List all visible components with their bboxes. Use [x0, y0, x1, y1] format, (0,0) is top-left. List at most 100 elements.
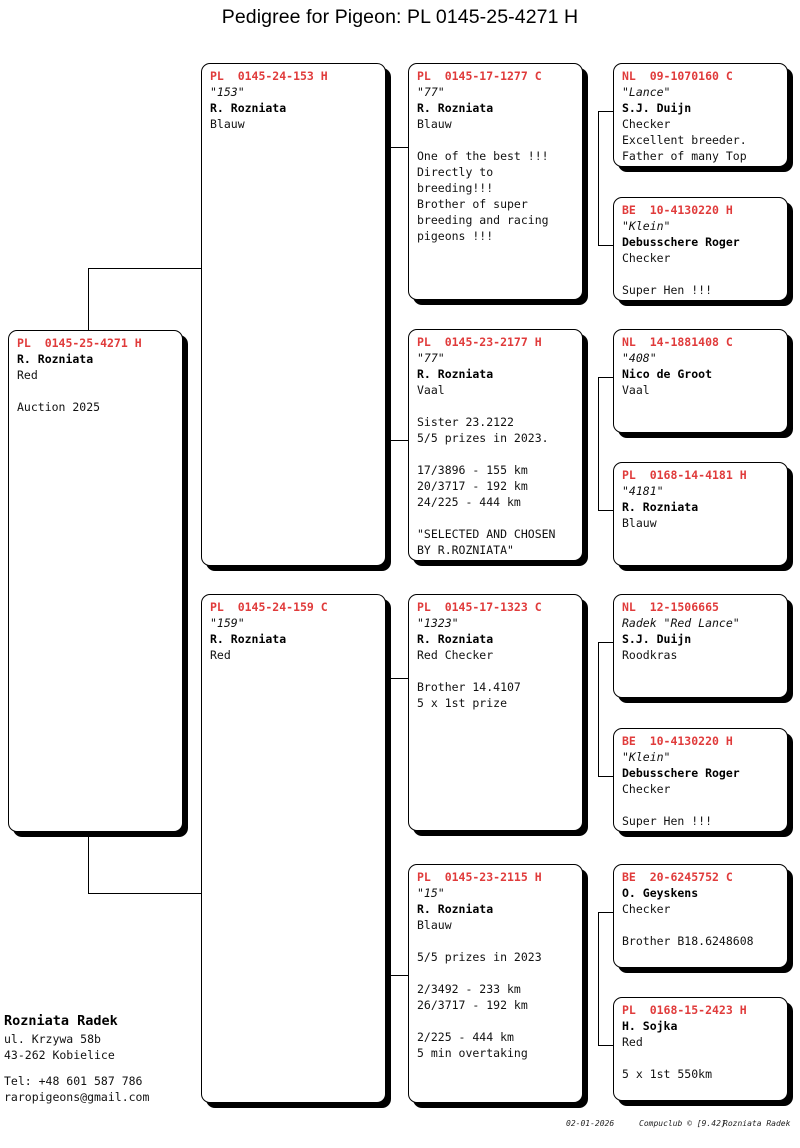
ring-number: BE 10-4130220 H	[622, 734, 733, 748]
owner-name: Debusschere Roger	[622, 235, 740, 249]
ring-number: PL 0145-23-2177 H	[417, 335, 542, 349]
connector-g2d-bottom	[598, 1045, 613, 1046]
connector-g2a-top	[598, 111, 613, 112]
owner-name: Debusschere Roger	[622, 766, 740, 780]
colour: Vaal	[622, 383, 650, 397]
pigeon-name: "4181"	[622, 484, 664, 498]
connector-g1a-top	[390, 147, 408, 148]
pedigree-box-dam-sire[interactable]: PL 0145-17-1323 C "1323" R. Rozniata Red…	[408, 594, 583, 831]
colour: Vaal	[417, 383, 445, 397]
address-spacer	[4, 1063, 224, 1073]
connector-subject-bottom	[88, 893, 201, 894]
connector-g1b-top	[390, 678, 408, 679]
colour: Checker	[622, 902, 671, 916]
connector-g2c-top	[598, 642, 613, 643]
notes: 5/5 prizes in 2023 2/3492 - 233 km 26/37…	[417, 950, 542, 1060]
connector-g2b-top	[598, 377, 613, 378]
owner-name: R. Rozniata	[622, 500, 699, 514]
connector-g2d-spine	[598, 912, 599, 1046]
owner-name: R. Rozniata	[417, 367, 494, 381]
colour: Red	[210, 648, 231, 662]
colour: Roodkras	[622, 648, 678, 662]
colour: Red	[17, 368, 38, 382]
notes: Super Hen !!!	[622, 283, 713, 297]
owner-name: R. Rozniata	[210, 101, 287, 115]
pigeon-name: "153"	[210, 85, 245, 99]
pedigree-box-dam-dam[interactable]: PL 0145-23-2115 H "15" R. Rozniata Blauw…	[408, 864, 583, 1103]
footer-user: Rozniata Radek	[723, 1119, 791, 1128]
ring-number: NL 14-1881408 C	[622, 335, 733, 349]
connector-g2c-spine	[598, 642, 599, 777]
connector-g1b-bottom	[390, 975, 408, 976]
address-phone: Tel: +48 601 587 786	[4, 1074, 143, 1088]
pigeon-name: Radek "Red Lance"	[622, 616, 740, 630]
owner-address-block: Rozniata Radek ul. Krzywa 58b 43-262 Kob…	[4, 1012, 224, 1105]
colour: Red	[622, 1035, 643, 1049]
pedigree-box-sire-dam[interactable]: PL 0145-23-2177 H "77" R. Rozniata Vaal …	[408, 329, 583, 561]
notes: Brother 14.4107 5 x 1st prize	[417, 680, 521, 710]
pigeon-name: "77"	[417, 351, 445, 365]
ring-number: NL 12-1506665	[622, 600, 719, 614]
owner-name: R. Rozniata	[210, 632, 287, 646]
owner-name: H. Sojka	[622, 1019, 678, 1033]
colour: Blauw	[417, 918, 452, 932]
owner-name: Nico de Groot	[622, 367, 713, 381]
pigeon-name: "408"	[622, 351, 657, 365]
connector-g2d-top	[598, 912, 613, 913]
pigeon-name: "77"	[417, 85, 445, 99]
pedigree-box-gen3-5[interactable]: NL 12-1506665 Radek "Red Lance" S.J. Dui…	[613, 594, 788, 698]
connector-subject-top	[88, 268, 201, 269]
pedigree-box-gen3-1[interactable]: NL 09-1070160 C "Lance" S.J. Duijn Check…	[613, 63, 788, 167]
notes: 5 x 1st 550km	[622, 1067, 713, 1081]
address-owner-name: Rozniata Radek	[4, 1013, 118, 1029]
address-city: 43-262 Kobielice	[4, 1048, 115, 1062]
notes: One of the best !!! Directly to breeding…	[417, 149, 549, 243]
ring-number: PL 0168-15-2423 H	[622, 1003, 747, 1017]
pigeon-name: "Klein"	[622, 750, 671, 764]
pigeon-name: "1323"	[417, 616, 459, 630]
ring-number: BE 10-4130220 H	[622, 203, 733, 217]
colour: Blauw	[210, 117, 245, 131]
colour: Blauw	[622, 516, 657, 530]
owner-name: S.J. Duijn	[622, 632, 692, 646]
colour: Checker	[622, 117, 671, 131]
ring-number: PL 0145-17-1323 C	[417, 600, 542, 614]
owner-name: O. Geyskens	[622, 886, 699, 900]
page-title: Pedigree for Pigeon: PL 0145-25-4271 H	[221, 6, 579, 28]
pedigree-box-gen3-3[interactable]: NL 14-1881408 C "408" Nico de Groot Vaal	[613, 329, 788, 433]
notes: Brother B18.6248608	[622, 934, 754, 948]
pedigree-box-gen3-4[interactable]: PL 0168-14-4181 H "4181" R. Rozniata Bla…	[613, 462, 788, 566]
pigeon-name: "Klein"	[622, 219, 671, 233]
pedigree-box-subject[interactable]: PL 0145-25-4271 H R. Rozniata Red Auctio…	[8, 330, 183, 832]
connector-g2c-bottom	[598, 776, 613, 777]
pedigree-box-sire[interactable]: PL 0145-24-153 H "153" R. Rozniata Blauw	[201, 63, 386, 566]
pigeon-name: "15"	[417, 886, 445, 900]
colour: Blauw	[417, 117, 452, 131]
connector-g2b-bottom	[598, 510, 613, 511]
pigeon-name: "159"	[210, 616, 245, 630]
colour: Red Checker	[417, 648, 494, 662]
notes: Excellent breeder. Father of many Top	[622, 133, 747, 163]
pedigree-box-sire-sire[interactable]: PL 0145-17-1277 C "77" R. Rozniata Blauw…	[408, 63, 583, 300]
ring-number: PL 0145-23-2115 H	[417, 870, 542, 884]
pigeon-name: "Lance"	[622, 85, 671, 99]
connector-g1a-spine	[390, 147, 391, 441]
owner-name: S.J. Duijn	[622, 101, 692, 115]
ring-number: PL 0145-24-153 H	[210, 69, 328, 83]
connector-g2a-bottom	[598, 245, 613, 246]
connector-g1b-spine	[390, 678, 391, 976]
owner-name: R. Rozniata	[417, 632, 494, 646]
ring-number: PL 0168-14-4181 H	[622, 468, 747, 482]
notes: Auction 2025	[17, 400, 101, 414]
pedigree-box-gen3-8[interactable]: PL 0168-15-2423 H H. Sojka Red 5 x 1st 5…	[613, 997, 788, 1101]
notes: Sister 23.2122 5/5 prizes in 2023. 17/38…	[417, 415, 556, 557]
footer-date: 02-01-2026	[566, 1119, 615, 1128]
pedigree-box-gen3-2[interactable]: BE 10-4130220 H "Klein" Debusschere Roge…	[613, 197, 788, 301]
ring-number: BE 20-6245752 C	[622, 870, 733, 884]
pedigree-box-gen3-7[interactable]: BE 20-6245752 C O. Geyskens Checker Brot…	[613, 864, 788, 968]
owner-name: R. Rozniata	[417, 902, 494, 916]
pedigree-box-dam[interactable]: PL 0145-24-159 C "159" R. Rozniata Red	[201, 594, 386, 1103]
pedigree-box-gen3-6[interactable]: BE 10-4130220 H "Klein" Debusschere Roge…	[613, 728, 788, 832]
owner-name: R. Rozniata	[17, 352, 94, 366]
